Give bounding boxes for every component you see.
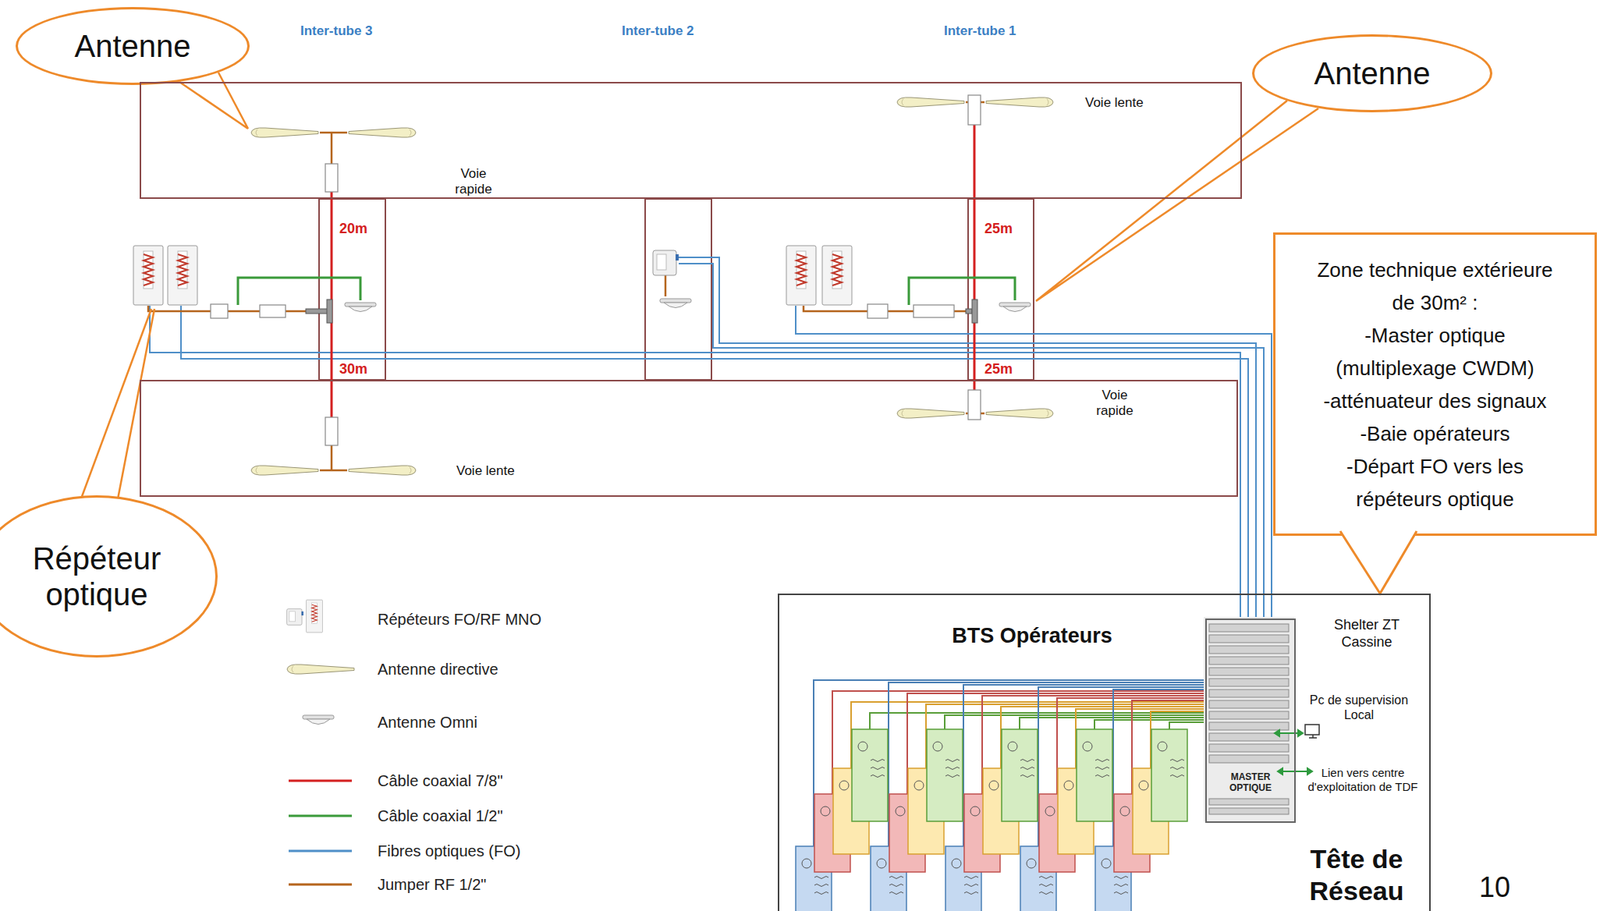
node-text: BTS Opérateurs — [938, 623, 1126, 649]
supervision-link — [1274, 730, 1313, 775]
callout-ellipse: Antenne — [15, 7, 250, 86]
splitter — [210, 95, 981, 446]
legend-text: Fibres optiques (FO) — [377, 841, 521, 861]
node-text: Antenne — [1313, 55, 1430, 92]
dimension-label: 30m — [337, 361, 369, 379]
node-text: Pc de supervision Local — [1300, 692, 1418, 723]
callout-ellipse: Répéteur optique — [0, 495, 218, 658]
node-text: Voie lente — [1085, 95, 1144, 111]
omni-antenna — [344, 298, 1031, 313]
node-text: -atténuateur des signaux — [1323, 384, 1547, 418]
coax-7-8 — [331, 124, 975, 418]
node-text: -Master optique (multiplexage CWDM) — [1306, 319, 1565, 385]
dimension-label: 25m — [982, 220, 1015, 238]
legend-text: Répéteurs FO/RF MNO — [377, 610, 542, 629]
legend-text: Antenne directive — [377, 659, 499, 679]
node-text: Voie rapide — [450, 166, 497, 199]
dimension-label: 25m — [982, 361, 1015, 379]
callout-pointer — [78, 72, 1319, 508]
node-text: Antenne — [74, 28, 191, 64]
section-label: Inter-tube 2 — [621, 23, 695, 40]
coax-1-2 — [237, 277, 1015, 306]
legend-text: Câble coaxial 7/8" — [377, 771, 504, 791]
t-coupler — [305, 299, 978, 323]
legend-sample — [287, 599, 355, 885]
node-text: Shelter ZT Cassine — [1323, 617, 1410, 651]
callout-pointer — [1339, 531, 1418, 597]
node-text: Voie lente — [456, 463, 515, 479]
node-text: Lien vers centre d'exploitation de TDF — [1297, 766, 1429, 795]
node-text: Voie rapide — [1091, 387, 1139, 420]
page-number: 10 — [1479, 870, 1511, 905]
rack-units — [1209, 624, 1289, 815]
callout-box: Zone technique extérieure de 30m² :-Mast… — [1273, 232, 1597, 536]
legend-text: Jumper RF 1/2" — [377, 875, 487, 895]
node-text: -Baie opérateurs — [1359, 417, 1510, 451]
directive-antenna — [251, 97, 1054, 476]
network-head: BTS Opérateurs Shelter ZT Cassine Pc de su… — [777, 593, 1431, 911]
section-label: Inter-tube 3 — [300, 23, 373, 40]
tunnel-tube: Voie rapide Voie lente — [139, 81, 1242, 199]
tunnel-tube: Voie rapideVoie lente — [139, 379, 1239, 497]
dimension-label: 20m — [337, 220, 369, 238]
rf-jumper — [148, 102, 985, 471]
pc-icon — [1305, 724, 1320, 738]
optical-repeater — [133, 245, 852, 306]
callout-ellipse: Antenne — [1252, 34, 1493, 113]
optical-fibre — [149, 257, 1272, 618]
bts-cabinets — [795, 680, 1204, 911]
node-text: Zone technique extérieure de 30m² : — [1306, 253, 1565, 320]
node-text: Répéteur optique — [18, 540, 175, 613]
legend-text: Câble coaxial 1/2" — [377, 806, 504, 826]
node-text: -Départ FO vers les répéteurs optique — [1306, 450, 1565, 516]
node-text: MASTER OPTIQUE — [1227, 771, 1274, 795]
node-text: Tête de Réseau — [1290, 843, 1423, 908]
bts-cabinet — [795, 729, 1188, 911]
master-rack: MASTER OPTIQUE — [1205, 618, 1296, 824]
legend-text: Antenne Omni — [377, 713, 478, 732]
shelter-rack — [1203, 617, 1295, 822]
section-label: Inter-tube 1 — [943, 23, 1017, 40]
